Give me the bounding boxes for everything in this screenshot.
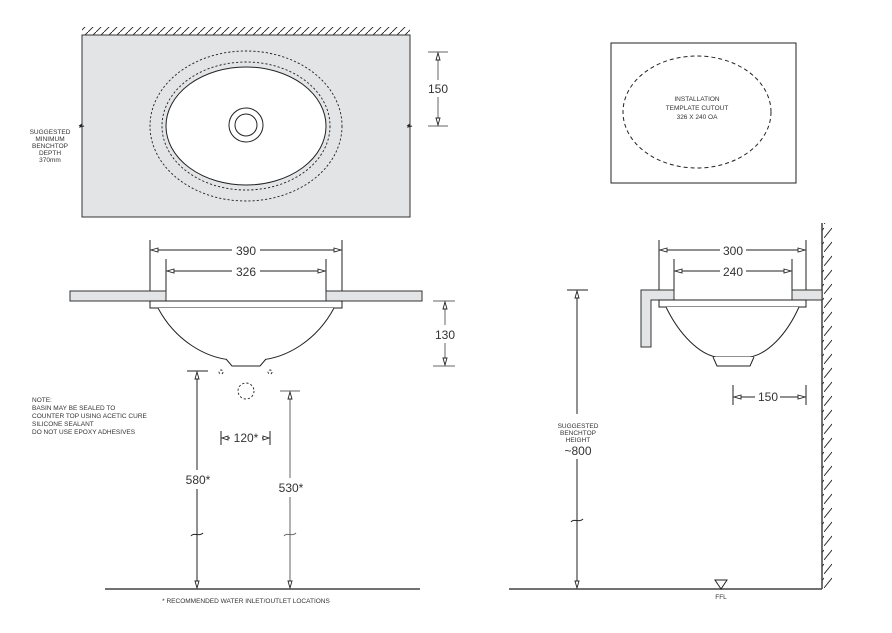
- benchtop-front-edge: [640, 289, 675, 348]
- side-view: 300 240 150 SUGGESTED BENCHTOP: [509, 223, 832, 601]
- basin-rim-plan: [165, 66, 327, 186]
- wall-hatching-side: [822, 223, 832, 589]
- svg-text:DEPTH: DEPTH: [39, 150, 61, 157]
- template-line-1: INSTALLATION: [674, 96, 720, 103]
- front-view: 390 326 130 120*: [32, 240, 455, 605]
- waste-inner-ring: [234, 113, 258, 137]
- dim-depth-label: 150: [428, 82, 448, 96]
- svg-text:SILICONE SEALANT: SILICONE SEALANT: [32, 421, 94, 428]
- waste-outer-ring: [228, 107, 264, 143]
- dim-right-inlet-height: 530*: [279, 481, 304, 495]
- benchtop-depth-note: SUGGESTED MINIMUM BENCHTOP DEPTH 370mm: [30, 129, 71, 164]
- benchtop-height-value: ~800: [564, 444, 591, 458]
- template-line-3: 326 X 240 OA: [677, 114, 718, 121]
- svg-text:MINIMUM: MINIMUM: [35, 136, 64, 143]
- inlet-marker-left: [218, 369, 224, 375]
- svg-text:NOTE:: NOTE:: [32, 397, 52, 404]
- break-mark: [190, 532, 204, 537]
- benchtop-back: [791, 289, 823, 301]
- dim-inlet-spacing: 120*: [234, 431, 259, 445]
- inlet-footnote: * RECOMMENDED WATER INLET/OUTLET LOCATIO…: [162, 598, 330, 605]
- basin-flange: [149, 300, 343, 309]
- installation-template: INSTALLATION TEMPLATE CUTOUT 326 X 240 O…: [610, 42, 797, 184]
- dim-wall-offset: 150: [758, 390, 778, 404]
- wall-hatching: [82, 27, 410, 35]
- svg-text:SUGGESTED: SUGGESTED: [558, 423, 599, 430]
- sealant-note: NOTE: BASIN MAY BE SEALED TO COUNTER TOP…: [32, 397, 148, 436]
- inlet-marker-right: [267, 369, 273, 375]
- break-mark-right: [406, 123, 413, 128]
- dim-side-cutout: 240: [723, 265, 743, 279]
- dim-side-overall: 300: [723, 244, 743, 258]
- inner-dashed-outline: [161, 61, 331, 191]
- template-cutout-outline: [622, 55, 772, 169]
- outer-dashed-outline: [149, 50, 343, 202]
- break-mark-left: [78, 123, 85, 128]
- side-basin-flange: [658, 299, 807, 308]
- svg-text:HEIGHT: HEIGHT: [566, 437, 591, 444]
- dim-overall-width: 390: [236, 244, 256, 258]
- dim-basin-height: 130: [435, 328, 455, 342]
- basin-foot: [225, 358, 267, 367]
- svg-text:370mm: 370mm: [39, 157, 61, 164]
- basin-bowl: [157, 307, 335, 361]
- svg-text:BENCHTOP: BENCHTOP: [32, 143, 68, 150]
- svg-text:BASIN MAY BE SEALED TO: BASIN MAY BE SEALED TO: [32, 405, 115, 412]
- svg-text:BENCHTOP: BENCHTOP: [560, 430, 596, 437]
- benchtop-right: [325, 290, 423, 302]
- waste-outlet-marker: [237, 382, 255, 400]
- ffl-label: FFL: [715, 594, 727, 601]
- break-mark: [283, 532, 297, 537]
- svg-text:DO NOT USE EPOXY ADHESIVES: DO NOT USE EPOXY ADHESIVES: [32, 429, 136, 436]
- svg-text:COUNTER TOP USING ACETIC CURE: COUNTER TOP USING ACETIC CURE: [32, 413, 148, 420]
- dim-cutout-width: 326: [236, 265, 256, 279]
- side-basin-bowl: [665, 306, 800, 358]
- benchtop-height-note: SUGGESTED BENCHTOP HEIGHT ~800: [558, 423, 599, 458]
- benchtop-left: [69, 290, 167, 302]
- break-mark: [570, 518, 584, 523]
- side-basin-foot: [712, 356, 755, 367]
- ffl-level-icon: [714, 579, 728, 590]
- template-line-2: TEMPLATE CUTOUT: [666, 105, 729, 112]
- dim-left-inlet-height: 580*: [186, 473, 211, 487]
- template-frame: [610, 42, 797, 184]
- plan-view: 150 SUGGESTED MINIMUM BENCHTOP DEPTH 370…: [30, 27, 448, 218]
- svg-text:SUGGESTED: SUGGESTED: [30, 129, 71, 136]
